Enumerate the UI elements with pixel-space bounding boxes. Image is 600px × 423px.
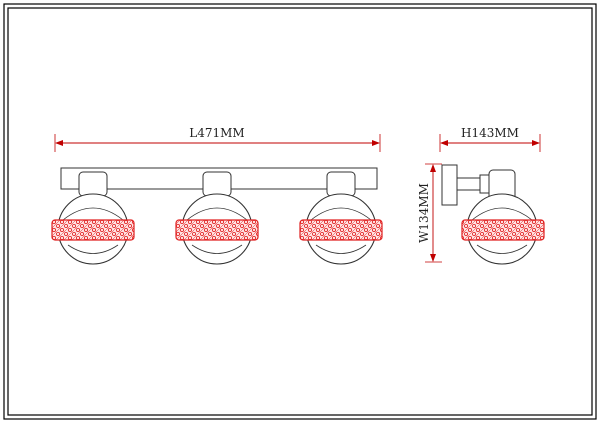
wall-plate [441, 164, 458, 206]
front-view: L471MM [51, 126, 383, 265]
spot-rim [62, 207, 124, 221]
side-view: H143MM W134MM [417, 126, 545, 265]
spot-stem [326, 171, 356, 197]
crystal-band [51, 219, 135, 241]
height-label: H143MM [461, 126, 519, 140]
spot-light [299, 171, 383, 265]
spot-rim [471, 207, 533, 221]
spot-rim [186, 207, 248, 221]
spot-lens [67, 244, 119, 254]
spot-rim [310, 207, 372, 221]
spot-light [51, 171, 135, 265]
outer-frame [3, 3, 597, 420]
spot-lens [191, 244, 243, 254]
crystal-band [299, 219, 383, 241]
pivot-joint [479, 174, 490, 194]
spot-stem [78, 171, 108, 197]
crystal-band [175, 219, 259, 241]
width-label: W134MM [417, 183, 431, 243]
spot-stem [202, 171, 232, 197]
spot-lens [476, 244, 528, 254]
spot-light [175, 171, 259, 265]
crystal-band [461, 219, 545, 241]
length-label: L471MM [189, 126, 244, 140]
inner-frame [7, 7, 593, 416]
connector-arm [456, 177, 482, 191]
spot-lens [315, 244, 367, 254]
